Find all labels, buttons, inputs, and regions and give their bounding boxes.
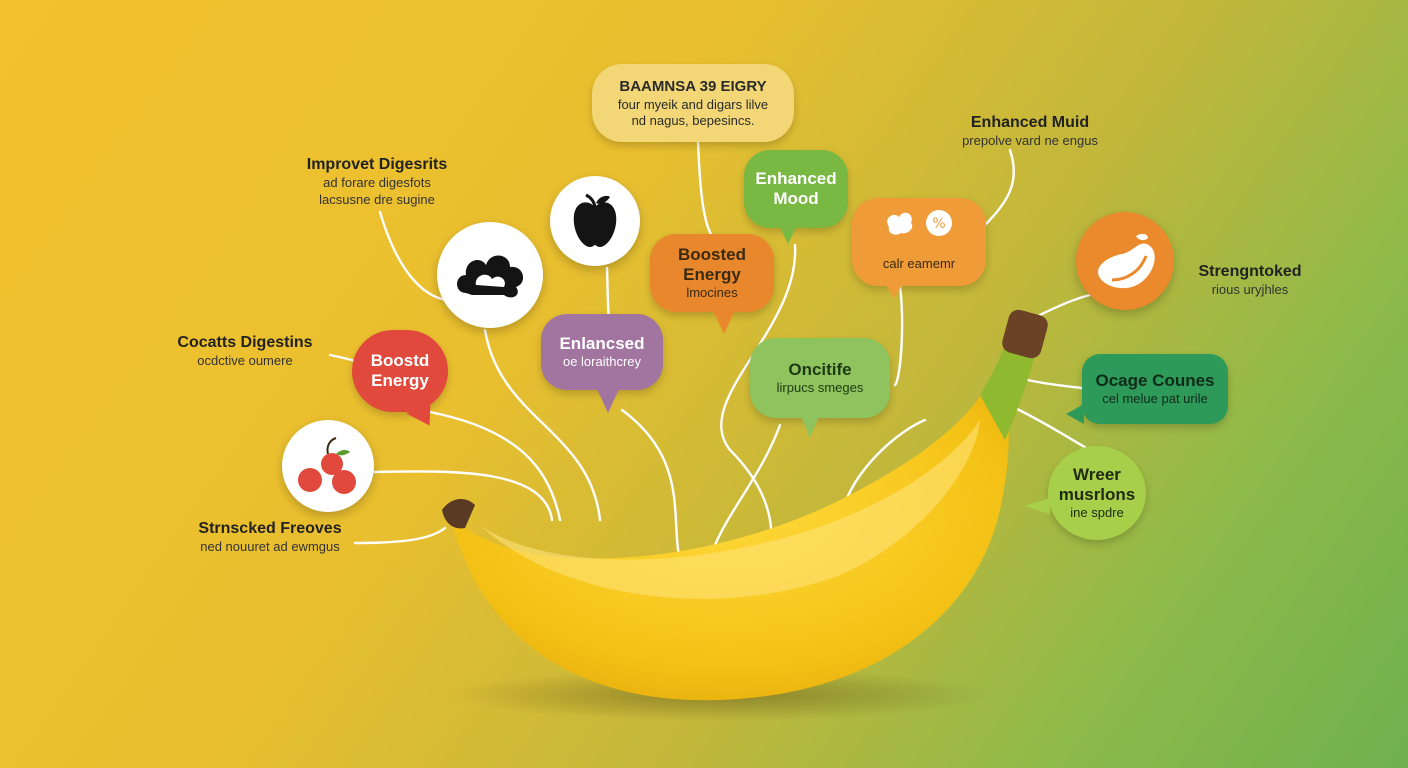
label-enhanced-muid-line1: prepolve vard ne engus (962, 133, 1098, 148)
label-strnscked-freoves: Strnscked Freoves ned nouuret ad ewmgus (180, 519, 360, 555)
bubble-oncitife-sub: lirpucs smeges (776, 380, 864, 395)
label-improve-digestion-title: Improvet Digesrits (306, 156, 448, 173)
bubble-ocage-counes-tail (1066, 404, 1084, 424)
bubble-boosted-energy-line1: Boosted (678, 245, 746, 264)
bubble-wreer-musrlons-line1: Wreer (1073, 465, 1121, 484)
svg-text:%: % (932, 216, 945, 232)
bubble-enhanced-mood-line1: Enhanced (755, 169, 837, 188)
top-callout-bubble: BAAMNSA 39 EIGRY four myeik and digars l… (592, 64, 794, 142)
banana-stem-tip (1002, 309, 1048, 359)
label-strnscked-freoves-title: Strnscked Freoves (198, 520, 342, 537)
bubble-enhanced-mood-tail (778, 224, 798, 244)
cherries-icon (282, 420, 374, 512)
banana-end-tip (442, 498, 475, 529)
banana-highlight (480, 420, 980, 599)
top-callout-line1: four myeik and digars lilve (617, 97, 769, 112)
label-strnscked-freoves-line1: ned nouuret ad ewmgus (200, 539, 340, 554)
bubble-boosted-energy-tail (712, 308, 736, 334)
top-callout-line2: nd nagus, bepesincs. (631, 113, 755, 128)
label-strengtotked-title: Strengntoked (1198, 263, 1302, 280)
bubble-enhanced-mood-line2: Mood (773, 189, 819, 208)
bubble-boostd-energy: Boostd Energy (352, 330, 448, 412)
bubble-ocage-counes-title: Ocage Counes (1095, 371, 1215, 390)
bubble-boosted-energy-sub: lmocines (686, 285, 738, 300)
bubble-calr-eamemr-sub: calr eamemr (882, 255, 956, 271)
bubble-enlanced-title: Enlancsed (559, 334, 645, 353)
label-strengtotked: Strengntoked rious uryjhles (1180, 262, 1320, 298)
bubble-wreer-musrlons-tail (1024, 498, 1050, 514)
bubble-ocage-counes-sub: cel melue pat urile (1102, 391, 1208, 406)
label-strengtotked-line1: rious uryjhles (1211, 282, 1289, 297)
label-improve-digestion: Improvet Digesrits ad forare digesfots l… (282, 155, 472, 208)
bubble-boosted-energy: Boosted Energy lmocines (650, 234, 774, 312)
bubble-wreer-musrlons: Wreer musrlons ine spdre (1048, 446, 1146, 540)
bubble-boostd-energy-line2: Energy (371, 371, 429, 390)
bubble-calr-eamemr: % calr eamemr (852, 198, 986, 286)
bubble-ocage-counes: Ocage Counes cel melue pat urile (1082, 354, 1228, 424)
label-cocats-digestins: Cocatts Digestins ocdctive oumere (160, 333, 330, 369)
bubble-oncitife-tail (800, 414, 820, 438)
label-cocats-digestins-line1: ocdctive oumere (197, 353, 293, 368)
label-enhanced-muid: Enhanced Muid prepolve vard ne engus (940, 113, 1120, 149)
bubble-wreer-musrlons-sub: ine spdre (1070, 505, 1124, 520)
bubble-boostd-energy-line1: Boostd (370, 351, 430, 370)
bubble-oncitife-title: Oncitife (788, 360, 852, 379)
bubble-boosted-energy-line2: Energy (683, 265, 741, 284)
label-cocats-digestins-title: Cocatts Digestins (177, 334, 313, 351)
label-enhanced-muid-title: Enhanced Muid (970, 114, 1090, 131)
banana-illustration (442, 309, 1048, 721)
label-improve-digestion-line2: lacsusne dre sugine (319, 192, 435, 207)
bubble-enhanced-mood: Enhanced Mood (744, 150, 848, 228)
bubble-enlanced-tail (596, 387, 620, 413)
bubble-wreer-musrlons-line2: musrlons (1058, 485, 1136, 504)
bubble-enlanced-sub: oe loraithcrey (562, 354, 642, 369)
mood-icon: % (881, 207, 957, 246)
cloud-icon (437, 222, 543, 328)
label-improve-digestion-line1: ad forare digesfots (323, 175, 431, 190)
top-callout-title: BAAMNSA 39 EIGRY (619, 78, 767, 95)
bubble-oncitife: Oncitife lirpucs smeges (750, 338, 890, 418)
bubble-enlanced: Enlancsed oe loraithcrey (541, 314, 663, 390)
bean-icon (1076, 212, 1174, 310)
bubble-calr-eamemr-tail (884, 282, 904, 298)
apple-icon (550, 176, 640, 266)
banana-body (450, 380, 1009, 701)
